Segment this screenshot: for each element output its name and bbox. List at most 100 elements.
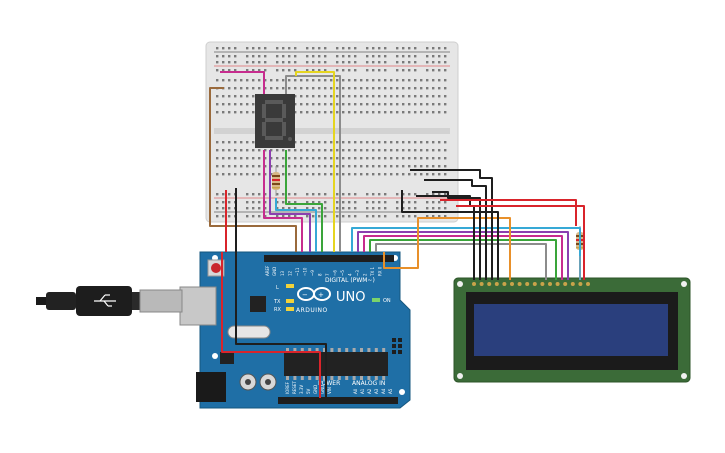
digital-header: [264, 255, 394, 262]
lcd-pin[interactable]: [540, 282, 545, 286]
power-pin-label: GND: [320, 385, 325, 394]
lcd-pin[interactable]: [510, 282, 514, 286]
digital-pin-label: ~9: [310, 270, 315, 276]
label-L: L: [276, 285, 279, 291]
wire-black-gnd[interactable]: [235, 188, 327, 398]
analog-pin-label: A0: [353, 388, 358, 394]
analog-pin-label: A4: [381, 388, 386, 394]
digital-pin-label: ~10: [303, 267, 308, 276]
icsp-pin[interactable]: [392, 344, 396, 348]
wire-grey-top[interactable]: [285, 75, 341, 252]
wire-black-lcd-2[interactable]: [410, 169, 493, 280]
digital-pin-label: ~5: [340, 270, 345, 276]
wires: [209, 71, 585, 398]
digital-pin-label: 8: [318, 273, 323, 276]
wire-black-lcd-4[interactable]: [432, 191, 481, 280]
svg-text:−: −: [302, 291, 308, 299]
wire-red-board[interactable]: [221, 252, 321, 398]
lcd-screen: [474, 304, 668, 356]
reset-button[interactable]: [211, 263, 221, 273]
wire-orange-lcd[interactable]: [383, 217, 511, 280]
wire-grey-lcd[interactable]: [375, 243, 547, 280]
arduino-uno-board[interactable]: − + UNO ARDUINO L TX RX ON DIGITAL (PWM~…: [179, 251, 411, 409]
icsp-pin[interactable]: [398, 338, 402, 342]
wire-green-lcd[interactable]: [369, 239, 557, 280]
icsp-pin[interactable]: [398, 350, 402, 354]
label-gnd: GND: [272, 267, 277, 276]
board-model: UNO: [336, 290, 365, 305]
mount-hole: [399, 389, 405, 395]
digital-pin-label: 7: [325, 273, 330, 276]
wire-pink-lcd[interactable]: [363, 235, 563, 280]
label-ON: ON: [383, 298, 391, 304]
svg-text:+: +: [318, 291, 324, 299]
label-RX: RX: [274, 307, 281, 313]
digital-pin-label: 12: [288, 270, 293, 276]
wire-green[interactable]: [285, 150, 323, 252]
mount-hole: [212, 353, 218, 359]
icsp-pin[interactable]: [398, 344, 402, 348]
lcd-pin[interactable]: [548, 282, 552, 286]
lcd-pin[interactable]: [517, 282, 522, 286]
lcd-pin[interactable]: [479, 282, 484, 286]
wire-pink-top[interactable]: [220, 71, 265, 94]
lcd-pin[interactable]: [570, 282, 575, 286]
analog-pin-label: A1: [360, 388, 365, 394]
lcd-pin[interactable]: [494, 282, 499, 286]
lcd-pin[interactable]: [525, 282, 530, 286]
usb-port: [179, 286, 217, 326]
lcd-pin[interactable]: [532, 282, 537, 286]
chip-pins: [286, 348, 386, 380]
lcd-pins: [472, 282, 590, 286]
icsp-pin[interactable]: [392, 350, 396, 354]
usb-cable[interactable]: [36, 286, 183, 316]
power-pin-label: VIN: [327, 387, 332, 394]
wire-red-lcd-2[interactable]: [456, 205, 585, 280]
digital-pin-label: 2: [363, 273, 368, 276]
wire-pink[interactable]: [263, 150, 303, 252]
wire-red-lcd-1[interactable]: [440, 199, 577, 226]
analog-pin-label: A2: [367, 388, 372, 394]
atmega-chip: [284, 352, 388, 376]
digital-pin-label: ~3: [355, 270, 360, 276]
power-analog-header: [278, 397, 398, 404]
power-pin-label: 5V: [306, 388, 311, 394]
lcd-pin[interactable]: [487, 282, 492, 286]
label-TX: TX: [273, 299, 281, 305]
power-jack: [196, 372, 226, 402]
wire-purple-lcd[interactable]: [357, 231, 569, 280]
wire-brown[interactable]: [209, 87, 297, 252]
digital-pin-label: 13: [280, 270, 285, 276]
digital-pin-label: ~11: [295, 267, 300, 276]
power-pin-label: 3.3V: [299, 385, 304, 394]
board-brand: ARDUINO: [296, 307, 328, 314]
arduino-logo: − +: [297, 287, 331, 301]
lcd-pin[interactable]: [472, 282, 476, 286]
icsp-pin[interactable]: [392, 338, 396, 342]
lcd-pin[interactable]: [502, 282, 507, 286]
wire-black-lcd-1[interactable]: [401, 190, 499, 280]
seven-segment-display[interactable]: [255, 94, 295, 148]
lcd-pin[interactable]: [555, 282, 560, 286]
label-power: POWER: [318, 380, 340, 387]
analog-pin-label: A3: [374, 388, 379, 394]
lcd-pin[interactable]: [563, 282, 568, 286]
wire-cyan-lcd[interactable]: [351, 227, 581, 280]
lcd-pin[interactable]: [578, 282, 583, 286]
resistor-1[interactable]: [272, 166, 280, 196]
breadboard-holes: [216, 47, 447, 218]
usb-icon: [94, 294, 116, 307]
lcd-16x2[interactable]: [453, 277, 691, 383]
digital-pin-label: 4: [348, 273, 353, 276]
wire-yellow[interactable]: [295, 71, 335, 252]
wire-purple[interactable]: [269, 150, 311, 252]
lcd-pin[interactable]: [586, 282, 590, 286]
label-aref: AREF: [265, 265, 270, 276]
power-pin-label: RESET: [292, 381, 297, 394]
analog-pin-label: A5: [388, 388, 393, 394]
wire-cyan[interactable]: [275, 198, 317, 252]
wire-black-lcd-3[interactable]: [424, 179, 487, 280]
